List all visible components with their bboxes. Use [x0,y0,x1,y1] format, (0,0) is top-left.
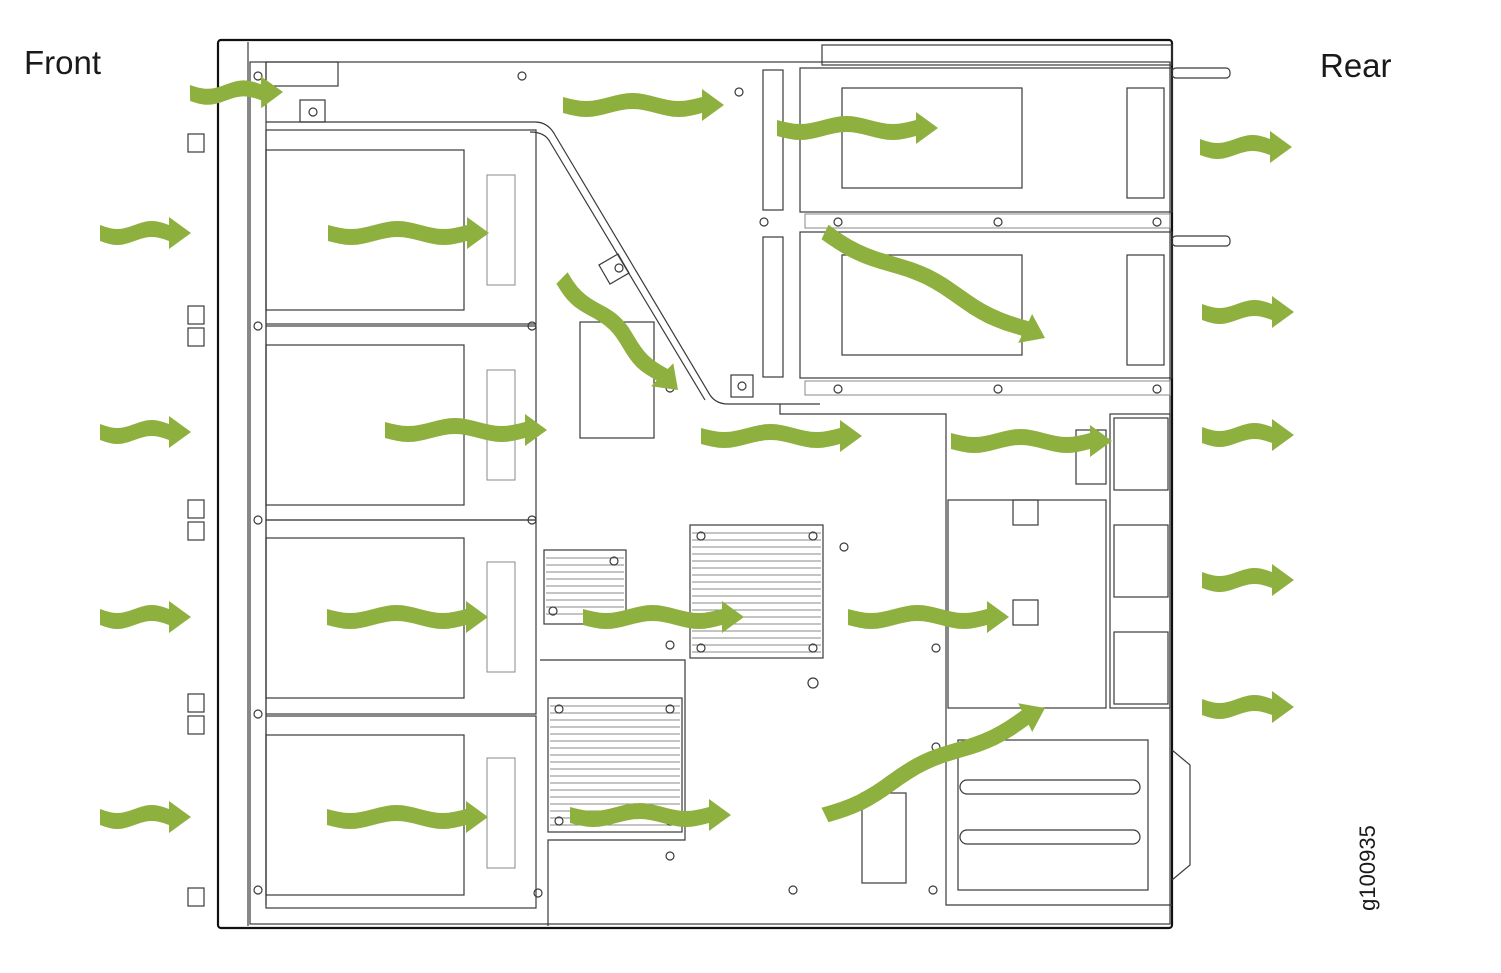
screw-icon [253,709,263,719]
airflow-arrow [327,601,488,633]
screw-icon [665,851,675,861]
airflow-arrow [328,217,489,249]
airflow-arrow [1202,691,1294,723]
screw-icon [665,704,675,714]
airflow-arrow [189,76,283,109]
screw-icon [931,643,941,653]
screw-icon [808,531,818,541]
screw-icon [253,515,263,525]
screw-icon [527,515,537,525]
screw-icon [993,384,1003,394]
airflow-arrow [570,799,731,831]
screws [253,71,1162,898]
airflow-arrow [556,272,678,390]
screw-icon [734,87,744,97]
screw-icon [833,384,843,394]
screw-icon [737,381,747,391]
screw-icon [527,321,537,331]
screw-icon [833,217,843,227]
front-handles [187,133,205,907]
screw-icon [548,606,558,616]
airflow-arrow [100,217,191,249]
airflow-arrow [1202,419,1294,451]
screw-icon [253,71,263,81]
screw-icon [253,321,263,331]
airflow-arrow [821,224,1045,343]
heatsink-fins [546,532,821,826]
airflow-arrow [848,601,1009,633]
front-label: Front [24,44,102,81]
chassis-outline [187,38,1231,930]
airflow-arrow [821,703,1045,823]
figure-id-label: g100935 [1355,825,1380,911]
screw-icon [308,107,318,117]
airflow-arrow [1200,131,1292,163]
airflow-arrow [563,89,724,121]
airflow-arrow [100,801,191,833]
screw-icon [759,217,769,227]
screw-icon [788,885,798,895]
airflow-arrow [385,414,547,446]
airflow-arrow [1202,296,1294,328]
screw-icon [839,542,849,552]
screw-icon [609,556,619,566]
airflow-arrow [951,425,1112,457]
screw-icon [808,643,818,653]
airflow-arrow [777,112,938,144]
drive-bays [265,129,537,909]
power-supplies [762,44,1231,396]
airflow-arrow [100,601,191,633]
screw-icon [1152,384,1162,394]
airflow-arrow [327,801,488,833]
rear-label: Rear [1320,47,1392,84]
screw-icon [614,263,624,273]
airflow-arrow [701,420,862,452]
screw-icon [517,71,527,81]
airflow-arrow [1202,564,1294,596]
screw-icon [928,885,938,895]
airflow-arrow [583,601,744,633]
screw-icon [696,643,706,653]
screw-icon [993,217,1003,227]
screw-icon [1152,217,1162,227]
screw-icon [554,704,564,714]
screw-icon [253,885,263,895]
airflow-arrow [100,416,191,448]
airflow-arrows [100,76,1294,833]
screw-icon [533,888,543,898]
screw-icon [665,640,675,650]
screw-icon [696,531,706,541]
screw-icon [554,816,564,826]
